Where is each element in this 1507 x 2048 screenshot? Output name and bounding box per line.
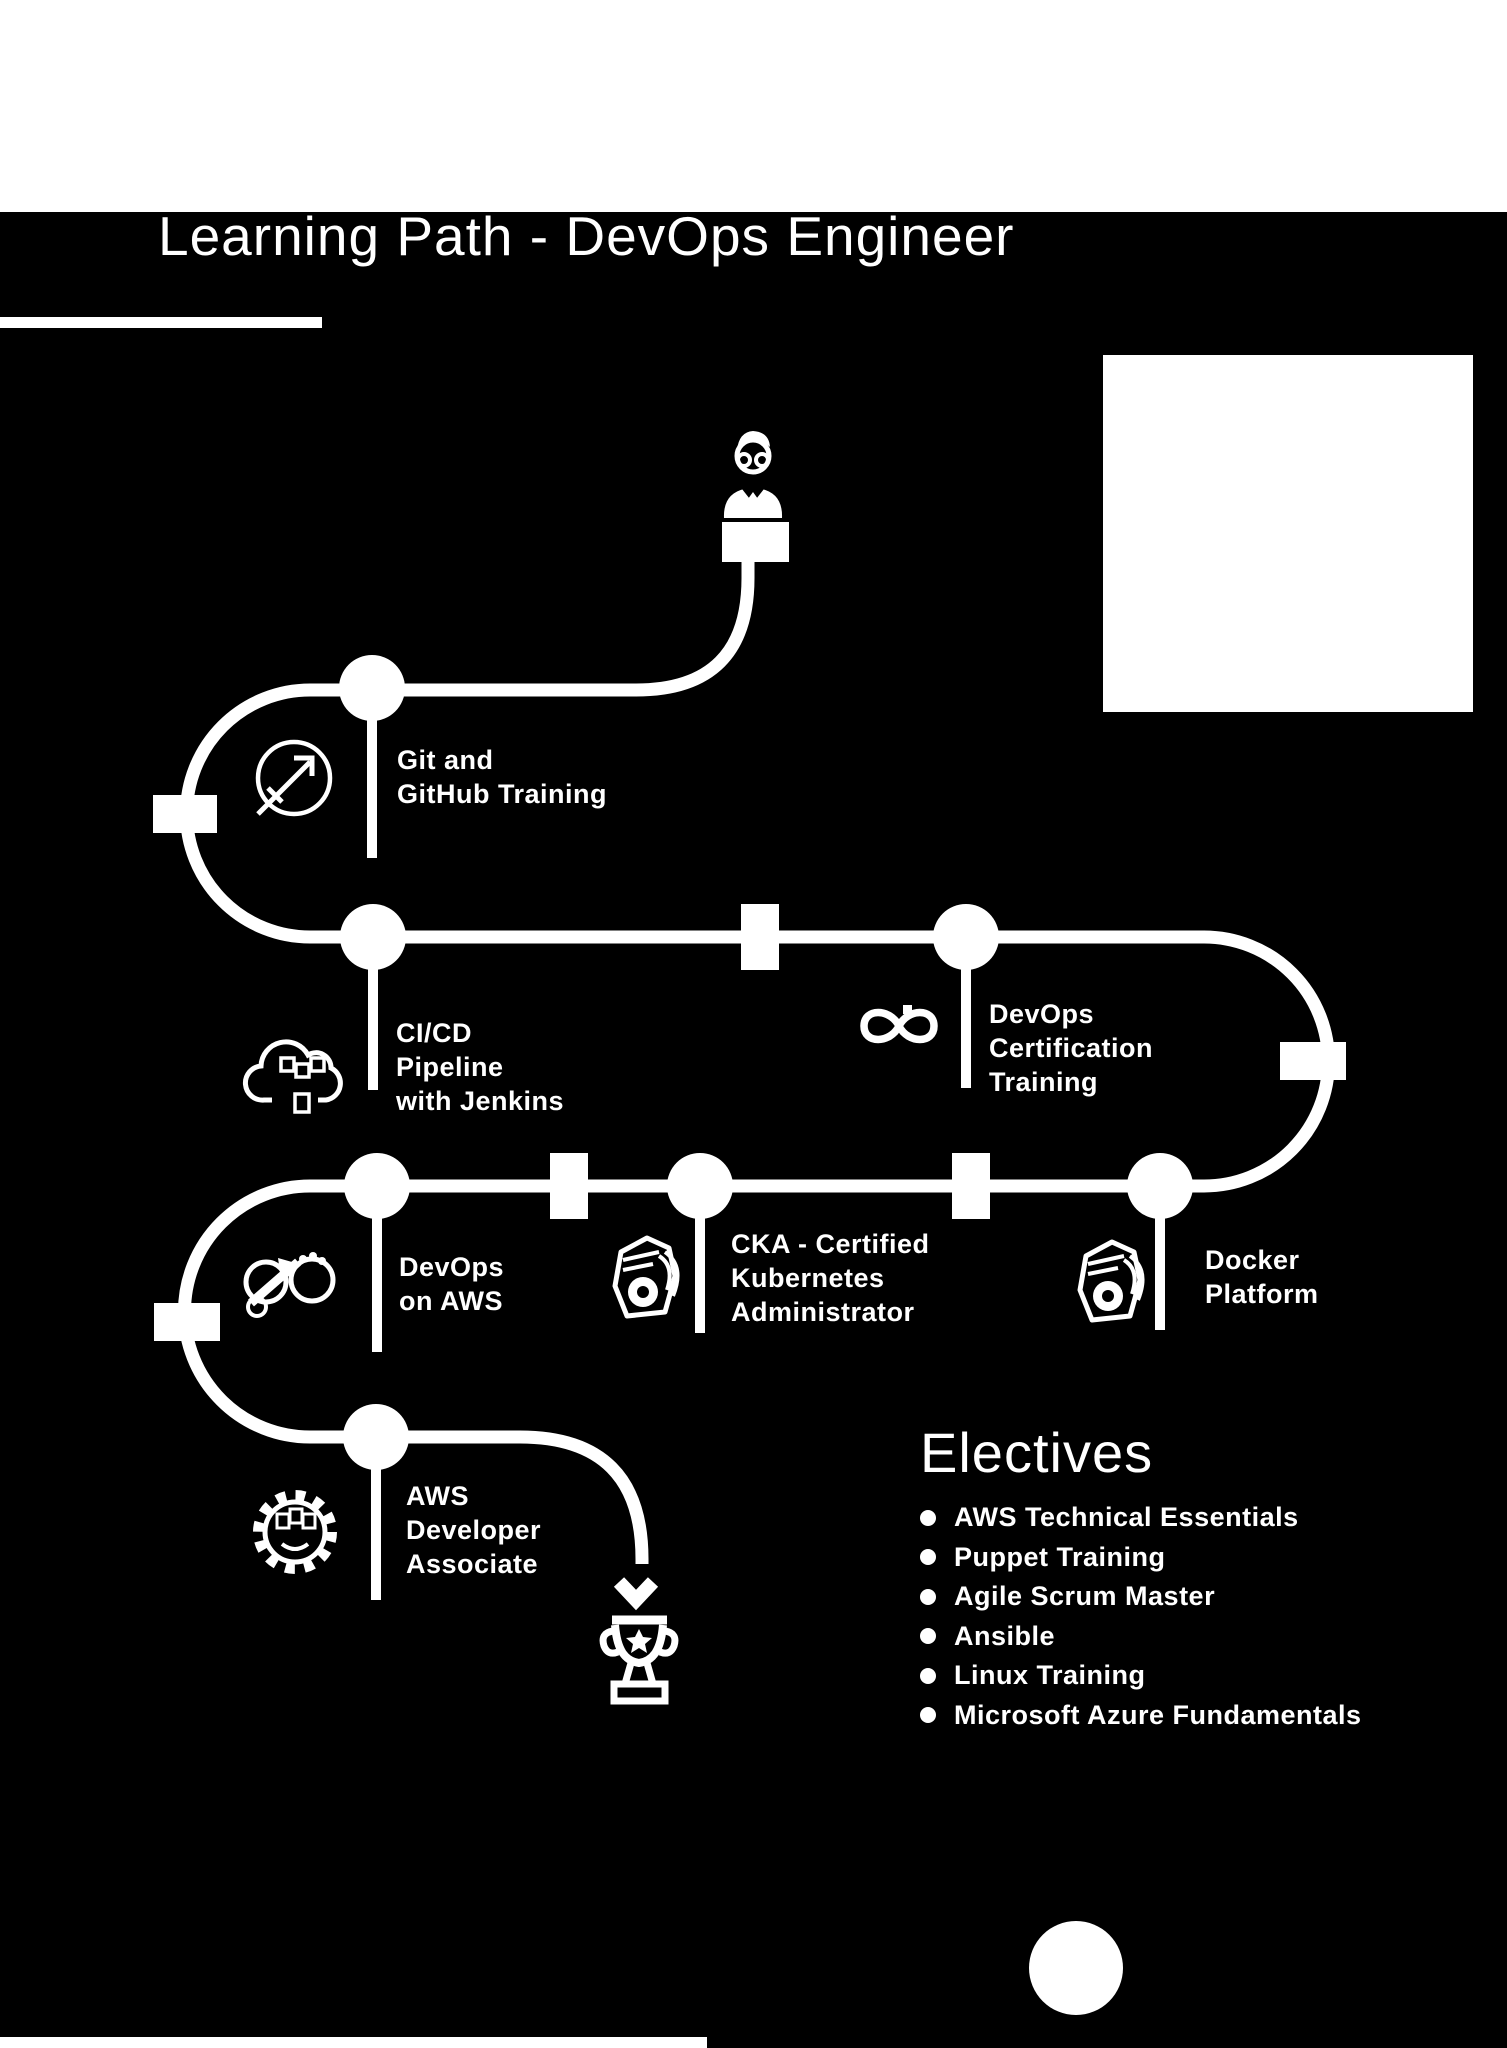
bullet-icon bbox=[920, 1509, 936, 1526]
bottom-white-strip bbox=[0, 2037, 707, 2048]
devops-loop-gears-icon bbox=[243, 1252, 336, 1318]
label-line: GitHub Training bbox=[397, 779, 607, 809]
electives-title: Electives bbox=[920, 1421, 1154, 1484]
milestone-label-git: Git and GitHub Training bbox=[397, 743, 607, 811]
chevron-down-icon bbox=[613, 1577, 659, 1611]
label-line: Training bbox=[989, 1067, 1099, 1097]
label-line: CKA - Certified bbox=[731, 1229, 930, 1259]
top-white-band bbox=[0, 0, 1507, 212]
bottom-right-circle bbox=[1029, 1921, 1123, 2015]
list-item: Microsoft Azure Fundamentals bbox=[920, 1696, 1362, 1736]
elective-item-label: Microsoft Azure Fundamentals bbox=[954, 1699, 1362, 1730]
list-item: Linux Training bbox=[920, 1656, 1362, 1696]
label-line: Docker bbox=[1205, 1245, 1300, 1275]
milestone-dot-aws-dev bbox=[343, 1404, 409, 1470]
label-line: Git and bbox=[397, 745, 494, 775]
label-line: on AWS bbox=[399, 1286, 503, 1316]
page-title: Learning Path - DevOps Engineer bbox=[158, 205, 1015, 267]
checkpoint-rect bbox=[154, 1303, 220, 1341]
label-line: Associate bbox=[406, 1549, 539, 1579]
docker-certificate-icon bbox=[1077, 1239, 1145, 1323]
milestone-dot-cka bbox=[667, 1153, 733, 1219]
checkpoint-rect bbox=[550, 1153, 588, 1219]
milestone-dot-docker bbox=[1127, 1153, 1193, 1219]
milestone-dot-git bbox=[339, 655, 405, 721]
milestone-dot-cicd bbox=[340, 904, 406, 970]
label-line: DevOps bbox=[399, 1252, 505, 1282]
elective-item-label: Puppet Training bbox=[954, 1541, 1166, 1572]
milestone-label-devops-cert: DevOps Certification Training bbox=[989, 997, 1153, 1099]
milestone-label-aws-dev: AWS Developer Associate bbox=[406, 1479, 541, 1581]
electives-list: AWS Technical Essentials Puppet Training… bbox=[920, 1498, 1362, 1735]
label-line: DevOps bbox=[989, 999, 1095, 1029]
right-blank-panel bbox=[1103, 355, 1473, 712]
label-line: CI/CD bbox=[396, 1018, 472, 1048]
milestone-label-cka: CKA - Certified Kubernetes Administrator bbox=[731, 1227, 930, 1329]
kubernetes-certificate-icon bbox=[612, 1235, 680, 1319]
checkpoint-rect bbox=[1280, 1042, 1346, 1080]
milestone-dot-devops-aws bbox=[344, 1153, 410, 1219]
label-line: Administrator bbox=[731, 1297, 915, 1327]
list-item: Ansible bbox=[920, 1617, 1362, 1657]
bullet-icon bbox=[920, 1667, 936, 1684]
bullet-icon bbox=[920, 1549, 936, 1566]
list-item: Agile Scrum Master bbox=[920, 1577, 1362, 1617]
milestone-label-cicd: CI/CD Pipeline with Jenkins bbox=[396, 1016, 564, 1118]
trophy-icon bbox=[599, 1615, 679, 1705]
label-line: Developer bbox=[406, 1515, 542, 1545]
elective-item-label: Linux Training bbox=[954, 1660, 1146, 1691]
checkpoint-rect bbox=[952, 1153, 990, 1219]
milestone-label-docker: Docker Platform bbox=[1205, 1243, 1319, 1311]
aws-gear-icon bbox=[253, 1490, 337, 1574]
git-compare-icon bbox=[255, 739, 333, 817]
label-line: Pipeline bbox=[396, 1052, 504, 1082]
cloud-delivery-icon bbox=[243, 1039, 343, 1114]
label-line: AWS bbox=[406, 1481, 470, 1511]
person-at-podium-icon bbox=[722, 431, 789, 562]
label-line: Kubernetes bbox=[731, 1263, 885, 1293]
elective-item-label: Ansible bbox=[954, 1620, 1056, 1651]
checkpoint-rect bbox=[741, 904, 779, 970]
title-underline bbox=[0, 317, 322, 328]
milestone-stems bbox=[367, 688, 1165, 1600]
milestone-label-devops-aws: DevOps on AWS bbox=[399, 1250, 504, 1318]
elective-item-label: AWS Technical Essentials bbox=[954, 1502, 1299, 1533]
checkpoint-rect bbox=[153, 795, 217, 833]
label-line: with Jenkins bbox=[396, 1086, 565, 1116]
label-line: Certification bbox=[989, 1033, 1154, 1063]
bullet-icon bbox=[920, 1707, 936, 1724]
elective-item-label: Agile Scrum Master bbox=[954, 1581, 1216, 1612]
label-line: Platform bbox=[1205, 1279, 1319, 1309]
list-item: Puppet Training bbox=[920, 1538, 1362, 1578]
milestone-dot-devops-cert bbox=[933, 904, 999, 970]
bullet-icon bbox=[920, 1588, 936, 1605]
list-item: AWS Technical Essentials bbox=[920, 1498, 1362, 1538]
infinity-devops-icon bbox=[860, 1005, 938, 1044]
bullet-icon bbox=[920, 1628, 936, 1645]
